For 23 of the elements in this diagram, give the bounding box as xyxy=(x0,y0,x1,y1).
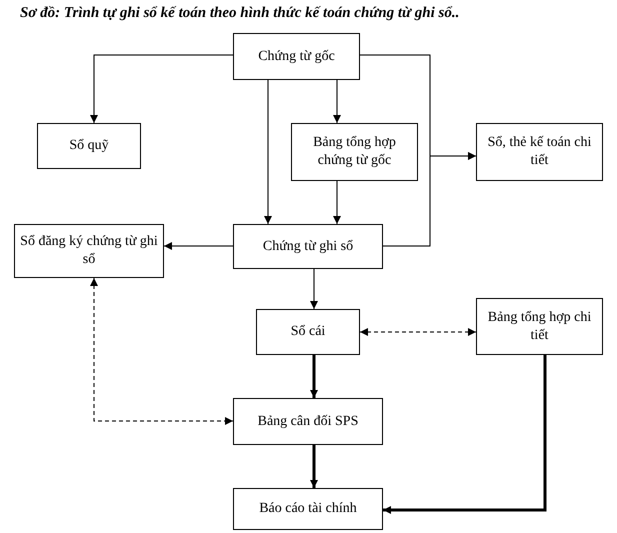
process-box: Sổ đăng ký chứng từ ghi sổ xyxy=(14,224,164,278)
arrow xyxy=(310,355,318,398)
arrow xyxy=(90,278,234,425)
process-box: Sổ cái xyxy=(256,309,360,355)
diagram-title: Sơ đồ: Trình tự ghi sổ kế toán theo hình thức kế toán chứng từ ghi sổ.. xyxy=(20,4,460,23)
arrow xyxy=(333,80,341,124)
process-box: Chứng từ ghi sổ xyxy=(233,224,383,269)
arrow xyxy=(310,268,318,310)
process-box: Bảng tổng hợp chi tiết xyxy=(476,298,603,355)
process-box: Bảng tổng hợp chứng từ gốc xyxy=(291,123,418,181)
arrow xyxy=(264,80,272,224)
process-box: Sổ quỹ xyxy=(37,123,141,169)
arrow xyxy=(164,242,234,250)
process-box: Bảng cân đối SPS xyxy=(233,398,383,445)
process-box: Chứng từ gốc xyxy=(233,33,360,80)
process-box: Báo cáo tài chính xyxy=(233,488,383,530)
arrow xyxy=(310,445,318,488)
process-box: Sổ, thẻ kế toán chi tiết xyxy=(476,123,603,181)
arrow xyxy=(360,328,476,336)
arrow xyxy=(383,355,546,514)
arrow xyxy=(382,152,476,246)
arrow xyxy=(90,54,234,124)
arrow xyxy=(333,180,341,224)
